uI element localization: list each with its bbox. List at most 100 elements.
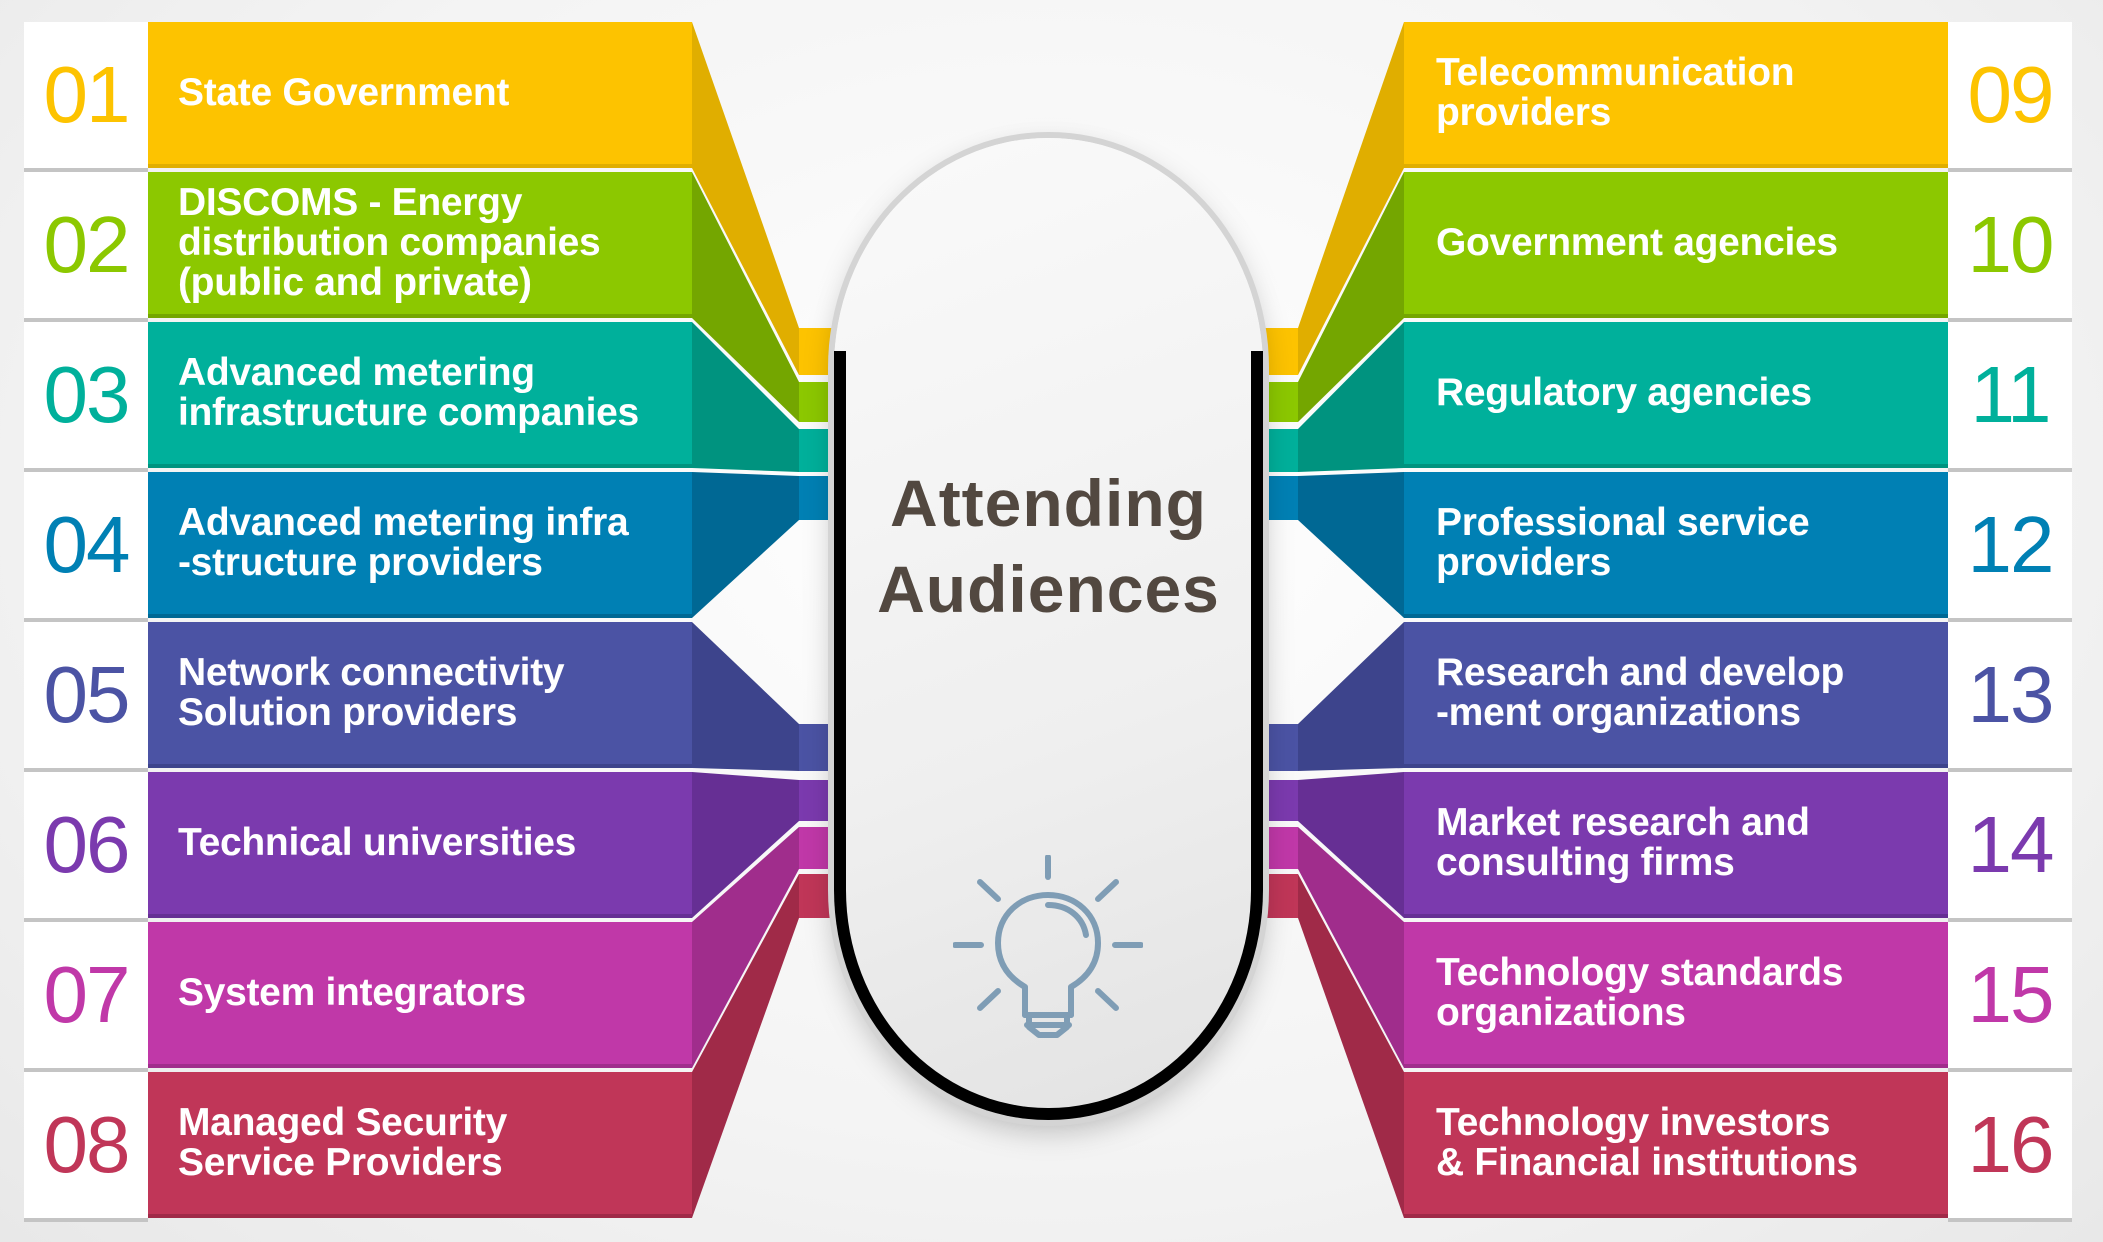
connector-strip-06 (799, 780, 834, 821)
connector-strip-04 (799, 476, 834, 520)
center-pill (834, 138, 1263, 1120)
row-number: 14 (1948, 772, 2072, 922)
connector-04 (692, 472, 799, 618)
row-number: 08 (24, 1072, 148, 1222)
connector-01 (692, 22, 799, 375)
row-label-bar: Research and develop -ment organizations (1404, 622, 1948, 768)
connector-strip-07 (799, 827, 834, 869)
audience-row-05: 05 Network connectivity Solution provider… (24, 622, 692, 772)
row-label: Advanced metering infra -structure provi… (178, 501, 629, 584)
row-label: Managed Security Service Providers (178, 1101, 507, 1184)
connector-09 (1298, 22, 1404, 375)
audience-row-10: 10 Government agencies (1404, 172, 2072, 322)
row-number: 12 (1948, 472, 2072, 622)
row-label: DISCOMS - Energy distribution companies … (178, 181, 601, 304)
row-number: 11 (1948, 322, 2072, 472)
row-label: Government agencies (1436, 221, 1838, 264)
row-label-bar: Advanced metering infrastructure compani… (148, 322, 692, 468)
connector-11 (1298, 322, 1404, 472)
row-label: Market research and consulting firms (1436, 801, 1810, 884)
audience-row-11: 11 Regulatory agencies (1404, 322, 2072, 472)
connector-strip-03 (799, 429, 834, 472)
row-label: State Government (178, 71, 510, 114)
row-label-bar: Managed Security Service Providers (148, 1072, 692, 1218)
connector-15 (1298, 827, 1404, 1068)
connector-strip-08 (799, 874, 834, 918)
audience-row-09: 09 Telecommunication providers (1404, 22, 2072, 172)
row-label-bar: DISCOMS - Energy distribution companies … (148, 172, 692, 318)
connector-strip-16 (1263, 874, 1298, 918)
row-label-bar: Regulatory agencies (1404, 322, 1948, 468)
audience-row-15: 15 Technology standards organizations (1404, 922, 2072, 1072)
connector-06 (692, 772, 799, 918)
row-number: 10 (1948, 172, 2072, 322)
row-label-bar: Telecommunication providers (1404, 22, 1948, 168)
connector-strip-14 (1263, 780, 1298, 821)
row-number: 09 (1948, 22, 2072, 172)
row-label-bar: System integrators (148, 922, 692, 1068)
audience-row-01: 01 State Government (24, 22, 692, 172)
row-label-bar: State Government (148, 22, 692, 168)
row-label-bar: Technology standards organizations (1404, 922, 1948, 1068)
row-number: 01 (24, 22, 148, 172)
connector-strip-05 (799, 724, 834, 771)
row-number: 07 (24, 922, 148, 1072)
title-line-1: Attending (890, 466, 1207, 540)
connector-strip-01 (799, 328, 834, 375)
center-title: Attending Audiences (834, 460, 1263, 632)
row-number: 03 (24, 322, 148, 472)
row-number: 06 (24, 772, 148, 922)
row-label-bar: Government agencies (1404, 172, 1948, 318)
connector-02 (692, 172, 799, 422)
row-number: 16 (1948, 1072, 2072, 1222)
title-line-2: Audiences (877, 552, 1220, 626)
row-number: 04 (24, 472, 148, 622)
connector-strip-15 (1263, 827, 1298, 869)
connector-10 (1298, 172, 1404, 422)
row-label-bar: Technical universities (148, 772, 692, 918)
row-label-bar: Network connectivity Solution providers (148, 622, 692, 768)
audience-row-08: 08 Managed Security Service Providers (24, 1072, 692, 1222)
row-label: Network connectivity Solution providers (178, 651, 565, 734)
row-label-bar: Technology investors & Financial institu… (1404, 1072, 1948, 1218)
row-number: 15 (1948, 922, 2072, 1072)
row-label: Technology investors & Financial institu… (1436, 1101, 1858, 1184)
connector-strip-11 (1263, 429, 1298, 472)
audience-row-06: 06 Technical universities (24, 772, 692, 922)
connector-03 (692, 322, 799, 472)
connector-16 (1298, 874, 1404, 1218)
connector-14 (1298, 772, 1404, 918)
audience-row-16: 16 Technology investors & Financial insti… (1404, 1072, 2072, 1222)
lightbulb-icon (953, 855, 1143, 1038)
connector-08 (692, 874, 799, 1218)
audience-row-04: 04 Advanced metering infra -structure pro… (24, 472, 692, 622)
connector-13 (1298, 622, 1404, 771)
row-label: Regulatory agencies (1436, 371, 1812, 414)
row-number: 13 (1948, 622, 2072, 772)
row-label: Research and develop -ment organizations (1436, 651, 1844, 734)
row-number: 05 (24, 622, 148, 772)
row-label-bar: Market research and consulting firms (1404, 772, 1948, 918)
row-number: 02 (24, 172, 148, 322)
connector-strip-12 (1263, 476, 1298, 520)
audience-row-12: 12 Professional service providers (1404, 472, 2072, 622)
connector-strip-02 (799, 382, 834, 422)
connector-strip-10 (1263, 382, 1298, 422)
audience-row-13: 13 Research and develop -ment organizatio… (1404, 622, 2072, 772)
connector-05 (692, 622, 799, 771)
connector-strip-13 (1263, 724, 1298, 771)
connector-07 (692, 827, 799, 1068)
row-label-bar: Advanced metering infra -structure provi… (148, 472, 692, 618)
row-label: Telecommunication providers (1436, 51, 1795, 134)
audience-row-14: 14 Market research and consulting firms (1404, 772, 2072, 922)
row-label: Professional service providers (1436, 501, 1810, 584)
row-label-bar: Professional service providers (1404, 472, 1948, 618)
row-label: Technology standards organizations (1436, 951, 1844, 1034)
row-label: Technical universities (178, 821, 577, 864)
connector-12 (1298, 472, 1404, 618)
connector-strip-09 (1263, 328, 1298, 375)
